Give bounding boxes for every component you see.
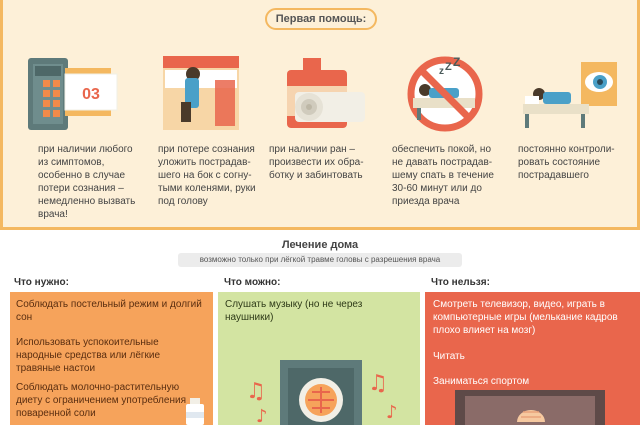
- phone-icon: 03: [28, 58, 118, 130]
- can-heading: Что можно:: [224, 277, 281, 288]
- no-sleep-icon: z Z Z: [407, 55, 483, 132]
- can-column: Слушать музыку (но не через наушники) ♫ …: [218, 292, 420, 425]
- step-text: при наличии ран – произвести их обра-бот…: [269, 144, 364, 181]
- need-item: Использовать успокоительные народные сре…: [16, 337, 161, 374]
- svg-text:Z: Z: [445, 61, 452, 73]
- cant-item: Заниматься спортом: [433, 376, 530, 387]
- home-subtitle: возможно только при лёгкой травме головы…: [178, 253, 462, 267]
- need-item: Соблюдать постельный режим и долгий сон: [16, 299, 202, 323]
- eye-watch-icon: [523, 62, 617, 128]
- music-note-icon: ♪: [386, 402, 398, 423]
- step-text: обеспечить покой, но не давать пострадав…: [392, 144, 494, 207]
- bandage-icon: [287, 58, 365, 128]
- cant-item: Читать: [433, 351, 465, 362]
- cant-item: Смотреть телевизор, видео, играть в комп…: [433, 299, 618, 336]
- need-heading: Что нужно:: [14, 277, 69, 288]
- speaker-music-icon: ♫ ♪ ♫ ♪: [246, 360, 398, 425]
- step-text: постоянно контроли-ровать состояние пост…: [518, 144, 615, 181]
- milk-bottle-icon: [186, 398, 204, 425]
- first-aid-title: Первая помощь:: [265, 8, 377, 30]
- home-title: Лечение дома: [281, 239, 359, 251]
- tv-icon: [455, 390, 605, 425]
- svg-text:Z: Z: [453, 55, 460, 69]
- home-treatment-section: Лечение дома возможно только при лёгкой …: [0, 230, 640, 425]
- step-text: при наличии любого из симптомов, особенн…: [38, 144, 136, 220]
- music-note-icon: ♫: [368, 371, 388, 396]
- cant-column: Смотреть телевизор, видео, играть в комп…: [425, 292, 640, 425]
- step-text: при потере сознания уложить пострадав-ше…: [158, 144, 256, 207]
- first-aid-panel: Первая помощь: 03 при наличии любого из …: [0, 0, 640, 230]
- phone-display: 03: [82, 86, 100, 103]
- need-item: Соблюдать молочно-растительную диету с о…: [16, 382, 186, 419]
- need-column: Соблюдать постельный режим и долгий сон …: [10, 292, 213, 425]
- cant-heading: Что нельзя:: [431, 277, 490, 288]
- music-note-icon: ♫: [246, 379, 266, 404]
- svg-text:z: z: [439, 66, 444, 77]
- music-note-icon: ♪: [256, 406, 268, 425]
- bed-icon: [163, 56, 239, 130]
- can-item: Слушать музыку (но не через наушники): [225, 299, 363, 323]
